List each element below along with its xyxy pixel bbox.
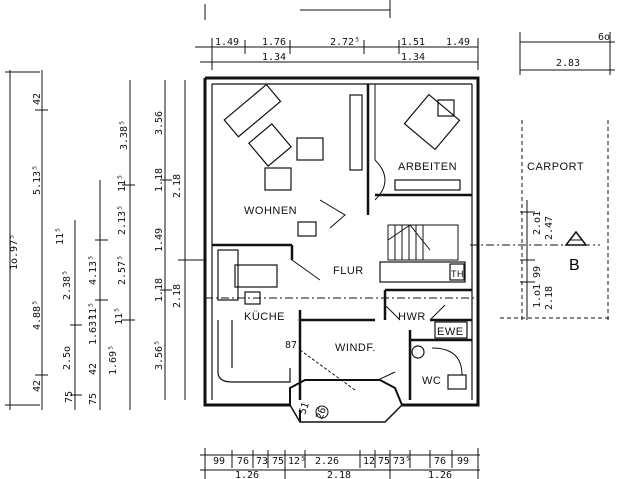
door-swings [291,159,463,391]
dim-bottom-13: 2.18 [327,470,351,479]
outer-walls [203,76,480,407]
dim-left-e3: 1.49 [154,228,165,252]
dim-right-1: 2.o1 [532,211,543,235]
dim-bottom-10: 76 [434,456,446,467]
dim-carport-1: 6o [598,32,610,43]
dim-bottom-14: 1.26 [428,470,452,479]
dim-bottom-8: 75 [378,456,390,467]
dim-left-b1: 3.38⁵ [119,120,130,150]
dim-left-c7: 75 [64,391,75,403]
dim-right-4: 1.o1 [532,284,543,308]
dim-left-c5: 42 [88,363,99,375]
dim-left-a2: 5.13⁵ [32,165,43,195]
furniture-wohnen [223,83,363,237]
dim-top-2: 1.76 [262,37,286,48]
dim-left-e4: 1.18 [154,278,165,302]
dim-right-3: 99 [532,266,543,278]
bay-window [289,379,403,423]
dim-left-c1: 11⁵ [117,174,128,192]
room-wohnen: WOHNEN [244,205,297,217]
top-dimension-labels: 1.49 1.76 2.72⁵ 1.51 1.49 1.34 1.34 [215,37,470,63]
bottom-dimension-lines [200,448,480,479]
dim-left-c6: 1.69⁵ [108,345,119,375]
dim-bottom-11: 99 [457,456,469,467]
dim-left-d3: 11⁵ [88,302,99,320]
dim-bottom-1: 99 [213,456,225,467]
dim-top-6: 1.34 [262,52,286,63]
section-marker-b: B [564,230,588,274]
room-ewe: EWE [437,326,464,338]
room-kuche: KÜCHE [244,311,285,323]
dim-top-4: 1.51 [401,37,425,48]
carport-outline [500,120,610,320]
room-labels: WOHNEN ARBEITEN FLUR KÜCHE HWR EWE WINDF… [244,161,467,387]
left-dimension-labels: 1o.97⁵ 42 5.13⁵ 4.88⁵ 42 3.38⁵ 11⁵ 2.38⁵… [9,93,183,405]
room-arbeiten: ARBEITEN [398,161,457,173]
dim-top-3: 2.72⁵ [330,37,360,48]
dim-bottom-9: 73⁵ [393,456,411,467]
detail-circle [315,405,329,419]
section-label-b: B [569,257,580,274]
dim-top-7: 1.34 [401,52,425,63]
dim-left-c3: 4.13⁵ [88,255,99,285]
dim-right-2: 2.47 [544,216,555,240]
staircase [387,224,459,261]
dim-bottom-4: 75 [272,456,284,467]
room-hwr: HWR [398,311,426,323]
interior-walls [212,84,472,400]
dim-bottom-12: 1.26 [235,470,259,479]
dim-left-b4: 2.5o [62,346,73,370]
left-dimension-lines [5,70,205,410]
dim-left-total: 1o.97⁵ [9,234,20,270]
dim-top-5: 1.49 [446,37,470,48]
dim-left-e2: 1.18 [154,168,165,192]
dim-left-b5: 75 [88,393,99,405]
furniture-kueche [217,249,291,383]
furniture-arbeiten [394,93,461,191]
dim-bottom-2: 76 [237,456,249,467]
dim-bottom-7: 12 [363,456,375,467]
dim-small-87: 87 [285,340,297,351]
dim-left-d2: 2.57⁵ [117,255,128,285]
furniture-hwr-wc [379,261,467,390]
dim-left-c4: 1.63⁵ [88,315,99,345]
dim-left-b2: 11⁵ [55,227,66,245]
dim-left-b3: 2.38⁵ [62,270,73,300]
dim-left-a4: 42 [32,380,43,392]
dim-left-d1: 11⁵ [114,307,125,325]
dim-left-c2: 2.13⁵ [117,205,128,235]
dim-top-1: 1.49 [215,37,239,48]
right-dimension-lines [520,200,535,320]
room-flur: FLUR [333,265,364,277]
top-dimension-lines [195,0,479,70]
carport-dimension-lines [519,32,615,75]
room-windf: WINDF. [335,342,376,354]
dim-carport-2: 2.83 [556,58,580,69]
dim-left-a1: 42 [32,93,43,105]
room-th: TH. [451,269,467,279]
dim-bottom-3: 73 [256,456,268,467]
dim-left-e1: 3.56 [154,111,165,135]
dim-left-f1: 2.18 [172,174,183,198]
dim-small-51: 51 [297,401,311,416]
dim-bottom-5: 12⁵ [288,456,306,467]
carport-label: CARPORT [527,161,584,173]
dim-right-5: 2.18 [544,286,555,310]
bottom-dimension-labels: 99 76 73 75 12⁵ 2.26 12 75 73⁵ 76 99 1.2… [213,456,469,479]
dim-bottom-6: 2.26 [315,456,339,467]
room-wc: WC [422,375,441,387]
ewe-box [434,321,468,339]
dim-left-f2: 2.18 [172,284,183,308]
dim-left-d4: 3.56⁵ [154,340,165,370]
dim-left-a3: 4.88⁵ [32,300,43,330]
